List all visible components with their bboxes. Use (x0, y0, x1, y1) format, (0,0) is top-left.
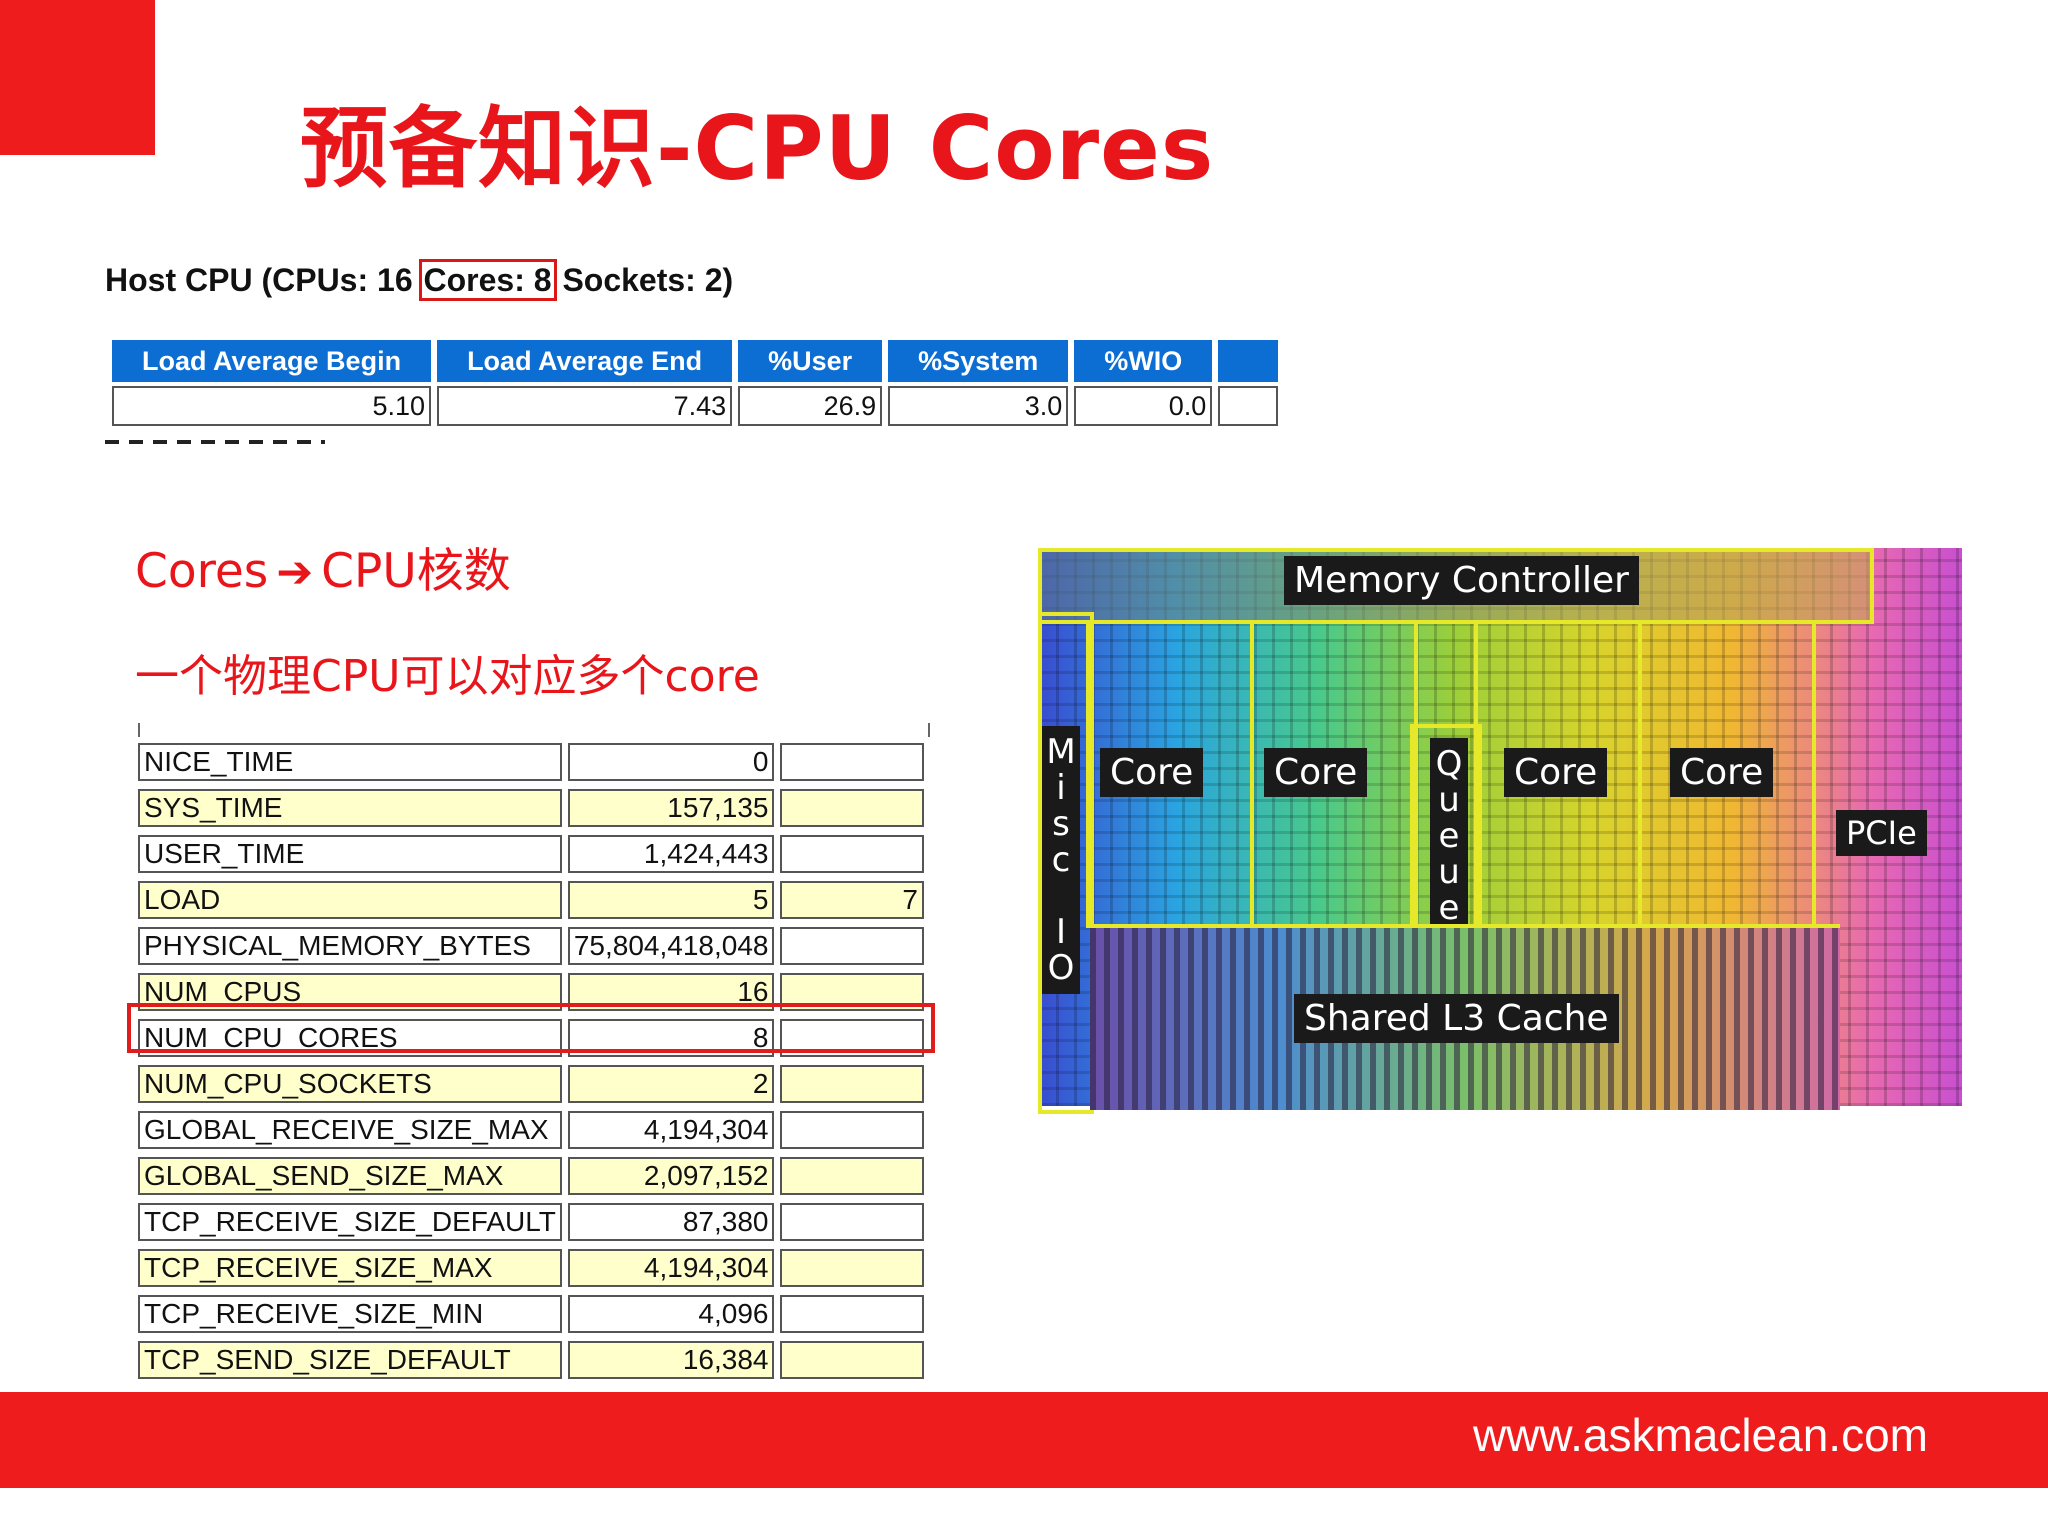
load-header-user: %User (738, 340, 883, 382)
queue-label: Queue (1429, 738, 1469, 934)
stat-name-cell: TCP_RECEIVE_SIZE_MAX (138, 1249, 562, 1287)
stat-extra-cell (780, 1295, 924, 1333)
stat-name-cell: PHYSICAL_MEMORY_BYTES (138, 927, 562, 965)
stat-extra-cell (780, 1341, 924, 1379)
load-value-truncated (1218, 386, 1279, 426)
host-cpu-prefix: Host CPU (CPUs: 16 (105, 262, 422, 298)
core-1-label: Core (1100, 748, 1204, 797)
load-value-user: 26.9 (738, 386, 883, 426)
cropped-row-fragment (138, 723, 930, 737)
load-header-system: %System (888, 340, 1069, 382)
queue-text: Queue (1429, 744, 1469, 924)
core-2-label: Core (1264, 748, 1368, 797)
pcie-label: PCIe (1836, 810, 1927, 856)
load-value-end: 7.43 (437, 386, 733, 426)
bullet-physical-cpu: 一个物理CPU可以对应多个core (135, 651, 760, 702)
stat-name-cell: GLOBAL_RECEIVE_SIZE_MAX (138, 1111, 562, 1149)
stat-name-cell: TCP_RECEIVE_SIZE_MIN (138, 1295, 562, 1333)
cropped-text-fragment (105, 440, 325, 444)
stat-name-cell: TCP_SEND_SIZE_DEFAULT (138, 1341, 562, 1379)
stat-value-cell: 157,135 (567, 789, 775, 827)
footer-bar: www.askmaclean.com (0, 1392, 2048, 1488)
load-header-begin: Load Average Begin (112, 340, 432, 382)
core-4-label: Core (1670, 748, 1774, 797)
load-value-system: 3.0 (888, 386, 1069, 426)
misc-io-region (1038, 612, 1094, 1114)
misc-io-text: Misc IO (1041, 732, 1081, 984)
stat-value-cell: 87,380 (567, 1203, 775, 1241)
stat-name-cell: USER_TIME (138, 835, 562, 873)
host-cpu-heading: Host CPU (CPUs: 16 Cores: 8 Sockets: 2) (105, 259, 734, 301)
footer-site-url: www.askmaclean.com (1472, 1409, 1928, 1461)
cpu-die-diagram: Memory Controller Misc IO Core Core Core… (1038, 548, 1962, 1114)
stat-value-cell: 2 (567, 1065, 775, 1103)
stat-name-cell: TCP_RECEIVE_SIZE_DEFAULT (138, 1203, 562, 1241)
stat-extra-cell (780, 1111, 924, 1149)
arrow-right-icon: ➔ (276, 547, 314, 598)
stat-value-cell: 75,804,418,048 (567, 927, 775, 965)
load-average-table-crop: Load Average Begin Load Average End %Use… (106, 336, 1279, 436)
corner-accent (0, 0, 155, 155)
stat-extra-cell (780, 789, 924, 827)
stat-extra-cell (780, 1249, 924, 1287)
load-table-value-row: 5.10 7.43 26.9 3.0 0.0 (112, 386, 1279, 426)
load-table-header-row: Load Average Begin Load Average End %Use… (112, 340, 1279, 382)
stat-extra-cell (780, 1203, 924, 1241)
load-header-end: Load Average End (437, 340, 733, 382)
stat-name-cell: NICE_TIME (138, 743, 562, 781)
bullet-cores: Cores➔CPU核数 (135, 532, 511, 601)
stat-extra-cell: 7 (780, 881, 924, 919)
core-3-label: Core (1504, 748, 1608, 797)
stat-value-cell: 16,384 (567, 1341, 775, 1379)
misc-io-label: Misc IO (1041, 726, 1081, 994)
bullet-cores-term: Cores (135, 544, 269, 599)
bullet-cores-meaning: CPU核数 (321, 544, 511, 599)
stat-value-cell: 5 (567, 881, 775, 919)
stat-extra-cell (780, 1065, 924, 1103)
stat-name-cell: SYS_TIME (138, 789, 562, 827)
stat-extra-cell (780, 835, 924, 873)
stat-value-cell: 4,194,304 (567, 1249, 775, 1287)
load-value-begin: 5.10 (112, 386, 432, 426)
load-value-wio: 0.0 (1074, 386, 1213, 426)
stat-value-cell: 4,096 (567, 1295, 775, 1333)
stat-extra-cell (780, 927, 924, 965)
stat-extra-cell (780, 743, 924, 781)
stat-value-cell: 0 (567, 743, 775, 781)
stat-name-cell: GLOBAL_SEND_SIZE_MAX (138, 1157, 562, 1195)
load-header-truncated (1218, 340, 1279, 382)
stat-value-cell: 1,424,443 (567, 835, 775, 873)
host-cpu-suffix: Sockets: 2) (553, 262, 734, 298)
num-cpu-cores-highlight-box (127, 1003, 935, 1053)
stat-extra-cell (780, 1157, 924, 1195)
load-average-table: Load Average Begin Load Average End %Use… (106, 336, 1284, 430)
stat-value-cell: 4,194,304 (567, 1111, 775, 1149)
slide-title: 预备知识-CPU Cores (300, 97, 1215, 200)
shared-l3-cache-label: Shared L3 Cache (1294, 994, 1619, 1043)
host-cpu-cores-highlight: Cores: 8 (418, 259, 557, 301)
stat-name-cell: NUM_CPU_SOCKETS (138, 1065, 562, 1103)
stat-name-cell: LOAD (138, 881, 562, 919)
stat-value-cell: 2,097,152 (567, 1157, 775, 1195)
load-header-wio: %WIO (1074, 340, 1213, 382)
memory-controller-label: Memory Controller (1284, 556, 1639, 605)
